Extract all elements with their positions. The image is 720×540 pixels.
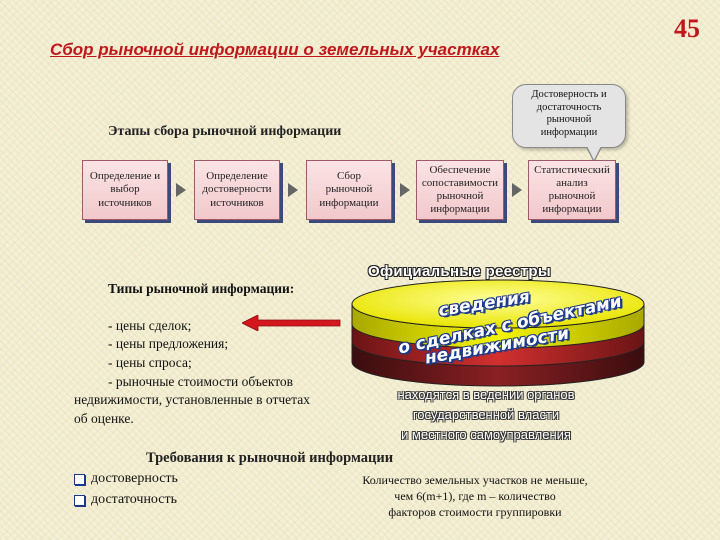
requirements-note: Количество земельных участков не меньше,… [340, 472, 610, 521]
callout-line: достаточность [536, 101, 602, 113]
requirement-label: достаточность [91, 492, 177, 507]
stage-box-2: Определение достоверности источников [194, 160, 280, 220]
stage-line: информации [430, 203, 490, 216]
registries-title: Официальные реестры [368, 263, 551, 280]
stage-line: Сбор [336, 170, 362, 183]
stage-line: источников [98, 196, 152, 209]
stage-line: Обеспечение [429, 163, 491, 176]
stage-line: Статистический [534, 163, 610, 176]
arrow-right-icon [512, 183, 522, 197]
stage-line: анализ [556, 176, 588, 189]
stage-line: рыночной [548, 190, 596, 202]
info-type-continuation: об оценке. [74, 410, 134, 426]
stage-line: рыночной [325, 183, 373, 196]
page-title: Сбор рыночной информации о земельных уча… [50, 40, 500, 59]
requirements-heading: Требования к рыночной информации [146, 450, 394, 466]
arrow-right-icon [400, 183, 410, 197]
checkbox-icon [74, 473, 85, 485]
info-type-continuation: недвижимости, установленные в отчетах [74, 392, 310, 408]
requirement-item: достаточность [74, 492, 177, 508]
stage-box-4: Обеспечение сопоставимости рыночной инфо… [416, 160, 504, 220]
registry-cylinder-icon [351, 279, 645, 387]
arrow-right-icon [288, 183, 298, 197]
callout-line: Достоверность и [531, 89, 607, 100]
slide-number: 45 [674, 14, 700, 43]
note-line: чем 6(m+1), где m – количество [394, 489, 556, 504]
callout-line: информации [540, 126, 598, 138]
info-type-item: - цены сделок; [108, 317, 192, 333]
callout-tail-fill [587, 146, 601, 160]
requirement-item: достоверность [74, 471, 178, 487]
stage-line: источников [210, 196, 264, 209]
stage-line: информации [542, 203, 602, 216]
stage-line: сопоставимости [421, 176, 499, 189]
info-types-list: Типы рыночной информации: - цены сделок;… [74, 280, 359, 428]
registry-caption-line: государственной власти [412, 407, 560, 422]
stage-line: выбор [110, 183, 140, 196]
callout-reliability: Достоверность и достаточность рыночной и… [512, 84, 626, 148]
stage-line: Определение и [89, 170, 161, 183]
callout-line: рыночной [546, 114, 592, 126]
info-type-item: - рыночные стоимости объектов [108, 373, 294, 389]
stage-box-1: Определение и выбор источников [82, 160, 168, 220]
arrow-left-icon [242, 315, 341, 331]
arrow-right-icon [176, 183, 186, 197]
stage-line: достоверности [202, 183, 272, 196]
note-line: факторов стоимости группировки [388, 505, 562, 520]
stage-line: Определение [206, 170, 268, 183]
stage-line: рыночной [436, 190, 484, 202]
checkbox-icon [74, 494, 85, 506]
info-type-item: - цены предложения; [108, 336, 229, 352]
stages-heading: Этапы сбора рыночной информации [108, 124, 342, 139]
note-line: Количество земельных участков не меньше, [362, 473, 588, 487]
info-type-item: - цены спроса; [108, 354, 192, 370]
stage-line: информации [319, 196, 379, 209]
registry-caption-line: и местного самоуправления [401, 427, 571, 442]
stage-box-3: Сбор рыночной информации [306, 160, 392, 220]
info-types-heading: Типы рыночной информации: [108, 281, 295, 296]
requirement-label: достоверность [91, 471, 178, 486]
stage-box-5: Статистический анализ рыночной информаци… [528, 160, 616, 220]
registry-caption-line: находятся в ведении органов [397, 387, 575, 402]
